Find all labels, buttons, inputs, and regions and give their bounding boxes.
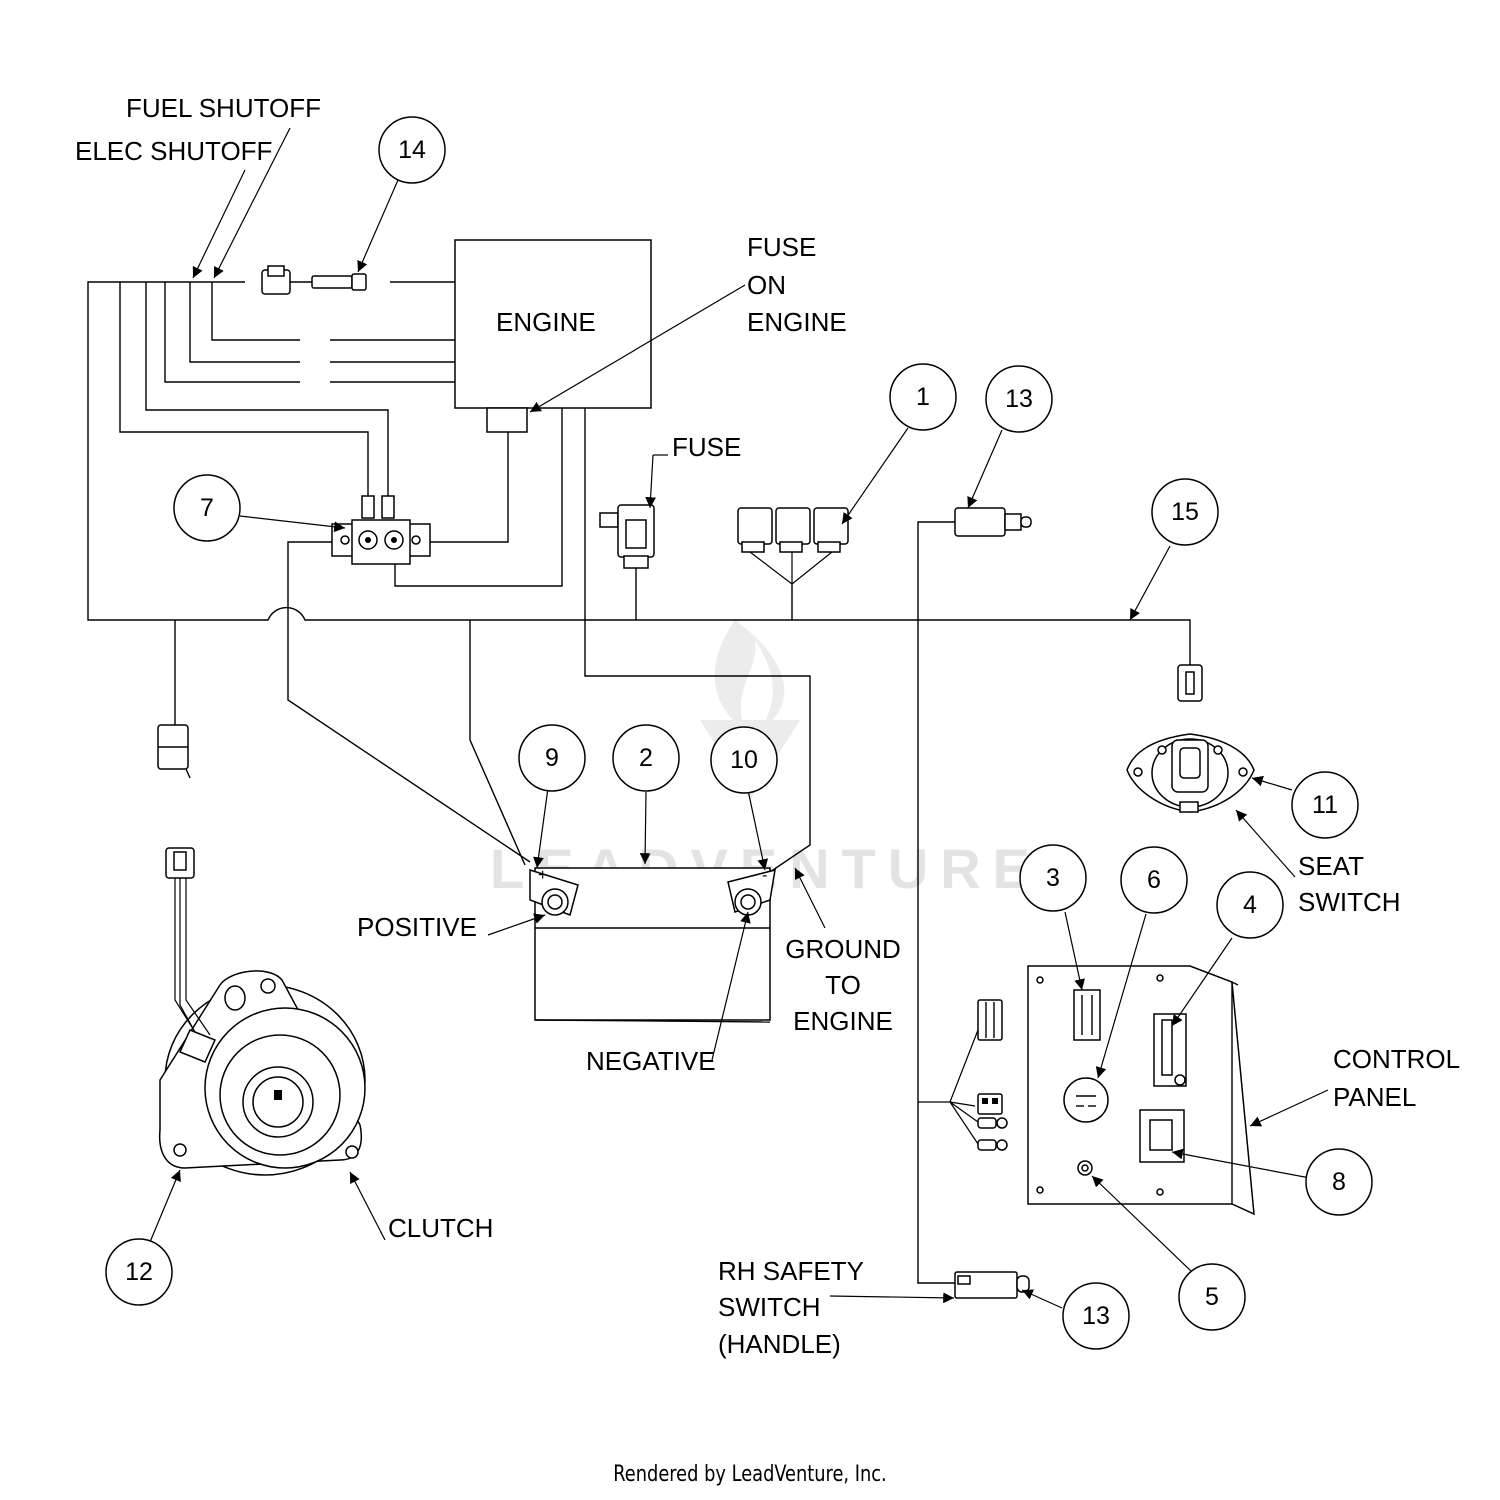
callout-13-bottom: 13 bbox=[1062, 1282, 1130, 1350]
label-control-panel-line2: PANEL bbox=[1333, 1082, 1416, 1112]
control-panel-connectors bbox=[977, 999, 1008, 1151]
svg-text:6: 6 bbox=[1147, 866, 1161, 894]
callout-2: 2 bbox=[612, 724, 680, 792]
label-seat-switch-line1: SEAT bbox=[1298, 851, 1364, 881]
label-fuse-on-engine-line1: FUSE bbox=[747, 232, 816, 262]
svg-text:4: 4 bbox=[1243, 891, 1257, 919]
label-positive: POSITIVE bbox=[357, 912, 477, 942]
seat-switch bbox=[1126, 733, 1255, 813]
footer-credit: Rendered by LeadVenture, Inc. bbox=[613, 1462, 887, 1487]
callout-8: 8 bbox=[1305, 1148, 1373, 1216]
callout-7: 7 bbox=[173, 474, 241, 542]
positive-terminal: + bbox=[529, 867, 579, 916]
callout-10: 10 bbox=[710, 726, 778, 794]
svg-text:+: + bbox=[538, 867, 547, 884]
rh-safety-switch-top bbox=[954, 507, 1032, 537]
callout-11: 11 bbox=[1291, 771, 1359, 839]
main-harness-wires bbox=[87, 281, 1191, 1284]
harness-connector-left bbox=[157, 724, 191, 779]
svg-text:11: 11 bbox=[1312, 791, 1338, 819]
svg-text:5: 5 bbox=[1205, 1283, 1219, 1311]
rh-safety-switch-handle bbox=[954, 1271, 1030, 1299]
label-ground-line1: GROUND bbox=[785, 934, 901, 964]
leader-lines bbox=[149, 127, 1329, 1309]
seat-switch-connector bbox=[1177, 664, 1203, 702]
label-seat-switch-line2: SWITCH bbox=[1298, 887, 1401, 917]
label-fuse-on-engine-line2: ON bbox=[747, 270, 786, 300]
control-panel bbox=[1027, 965, 1255, 1216]
svg-text:-: - bbox=[762, 867, 767, 884]
svg-text:12: 12 bbox=[125, 1258, 153, 1286]
callout-15: 15 bbox=[1151, 478, 1219, 546]
label-ground-line3: ENGINE bbox=[793, 1006, 893, 1036]
svg-text:8: 8 bbox=[1332, 1168, 1346, 1196]
label-elec-shutoff: ELEC SHUTOFF bbox=[75, 136, 272, 166]
pto-clutch bbox=[158, 847, 366, 1176]
engine bbox=[454, 239, 652, 433]
callout-3: 3 bbox=[1019, 844, 1087, 912]
label-fuel-shutoff: FUEL SHUTOFF bbox=[126, 93, 321, 123]
label-clutch: CLUTCH bbox=[388, 1213, 493, 1243]
label-rh-safety-line2: SWITCH bbox=[718, 1292, 821, 1322]
svg-text:2: 2 bbox=[639, 744, 653, 772]
negative-terminal: - bbox=[727, 867, 776, 916]
label-rh-safety-line3: (HANDLE) bbox=[718, 1329, 841, 1359]
callout-9: 9 bbox=[518, 724, 586, 792]
callout-12: 12 bbox=[105, 1238, 173, 1306]
callout-13-top: 13 bbox=[985, 365, 1053, 433]
callout-4: 4 bbox=[1216, 871, 1284, 939]
callout-14: 14 bbox=[378, 116, 446, 184]
callout-5: 5 bbox=[1178, 1263, 1246, 1331]
svg-text:10: 10 bbox=[730, 746, 758, 774]
svg-text:3: 3 bbox=[1046, 864, 1060, 892]
starter-solenoid bbox=[331, 495, 431, 565]
label-control-panel-line1: CONTROL bbox=[1333, 1044, 1460, 1074]
battery: + - bbox=[529, 867, 776, 1023]
inline-fuse-holder bbox=[599, 504, 655, 569]
svg-text:9: 9 bbox=[545, 744, 559, 772]
svg-text:14: 14 bbox=[398, 136, 426, 164]
relays bbox=[737, 507, 849, 553]
label-ground-line2: TO bbox=[825, 970, 861, 1000]
harness-connector-14 bbox=[261, 265, 367, 295]
callout-6: 6 bbox=[1120, 846, 1188, 914]
svg-text:7: 7 bbox=[200, 494, 214, 522]
svg-text:13: 13 bbox=[1005, 385, 1033, 413]
label-negative: NEGATIVE bbox=[586, 1046, 716, 1076]
label-rh-safety-line1: RH SAFETY bbox=[718, 1256, 864, 1286]
svg-text:1: 1 bbox=[916, 383, 930, 411]
callout-1: 1 bbox=[889, 363, 957, 431]
label-fuse: FUSE bbox=[672, 432, 741, 462]
svg-text:13: 13 bbox=[1082, 1302, 1110, 1330]
label-engine: ENGINE bbox=[496, 307, 596, 337]
svg-text:15: 15 bbox=[1171, 498, 1199, 526]
label-fuse-on-engine-line3: ENGINE bbox=[747, 307, 847, 337]
